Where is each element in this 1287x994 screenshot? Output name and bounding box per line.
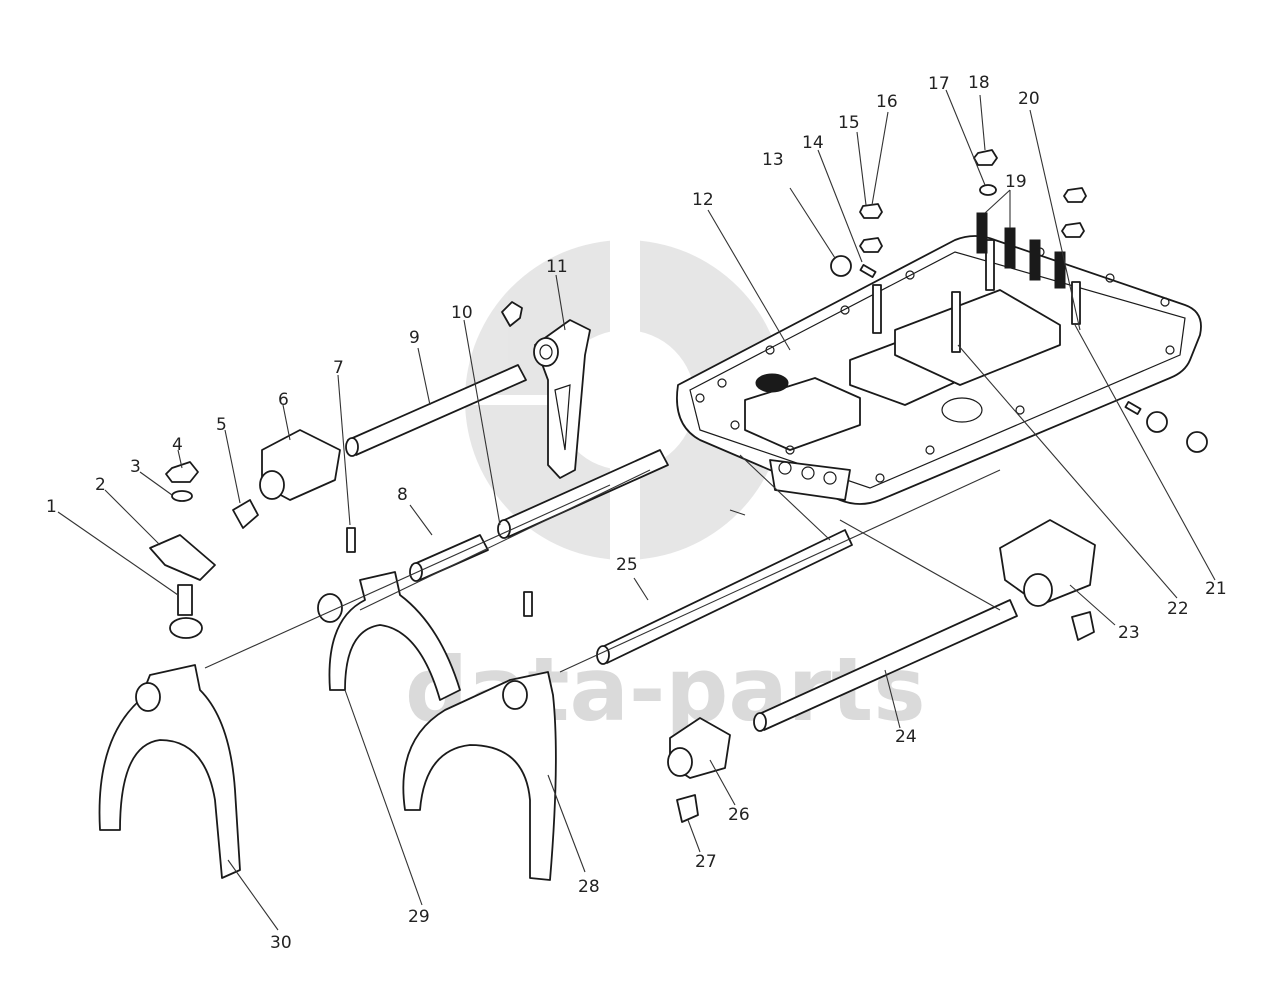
callout-23: 23 xyxy=(1118,623,1140,643)
callout-15: 15 xyxy=(838,113,860,133)
callout-28: 28 xyxy=(578,877,600,897)
callout-19: 19 xyxy=(1005,172,1027,192)
callout-18: 18 xyxy=(968,73,990,93)
callout-25: 25 xyxy=(616,555,638,575)
leader-lines xyxy=(57,89,1216,931)
callout-26: 26 xyxy=(728,805,750,825)
cover-studs xyxy=(830,149,1208,453)
callout-10: 10 xyxy=(451,303,473,323)
callout-2: 2 xyxy=(95,475,106,495)
callout-20: 20 xyxy=(1018,89,1040,109)
shift-forks xyxy=(98,571,557,881)
callout-labels: 1 2 3 4 5 6 7 8 9 10 11 12 13 14 15 16 1… xyxy=(46,73,1227,953)
small-parts xyxy=(149,461,1095,823)
callout-16: 16 xyxy=(876,92,898,112)
callout-21: 21 xyxy=(1205,579,1227,599)
callout-22: 22 xyxy=(1167,599,1189,619)
callout-27: 27 xyxy=(695,852,717,872)
callout-6: 6 xyxy=(278,390,289,410)
shift-bracket xyxy=(501,301,591,479)
callout-4: 4 xyxy=(172,435,183,455)
callout-9: 9 xyxy=(409,328,420,348)
callout-12: 12 xyxy=(692,190,714,210)
callout-7: 7 xyxy=(333,358,344,378)
shift-blocks xyxy=(259,429,1096,779)
callout-11: 11 xyxy=(546,257,568,277)
callout-29: 29 xyxy=(408,907,430,927)
callout-30: 30 xyxy=(270,933,292,953)
callout-5: 5 xyxy=(216,415,227,435)
callout-14: 14 xyxy=(802,133,824,153)
callout-24: 24 xyxy=(895,727,917,747)
watermark: data-parts xyxy=(405,240,926,741)
callout-13: 13 xyxy=(762,150,784,170)
callout-17: 17 xyxy=(928,74,950,94)
callout-1: 1 xyxy=(46,497,57,517)
callout-8: 8 xyxy=(397,485,408,505)
cover-plate xyxy=(676,235,1202,505)
callout-3: 3 xyxy=(130,457,141,477)
